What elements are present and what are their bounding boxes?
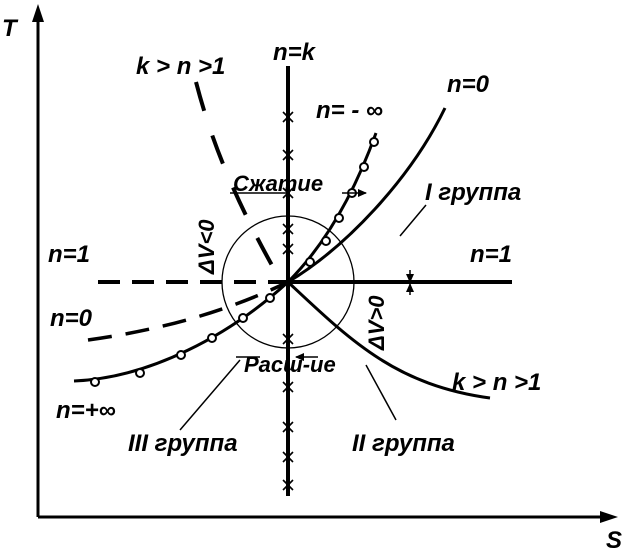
isentrope-curve xyxy=(73,132,378,383)
label-k-gt-n-gt-1-bottom: k > n >1 xyxy=(452,369,541,396)
isochore-x-marks xyxy=(282,111,294,491)
group-2-leader xyxy=(365,364,397,421)
isentrope-markers xyxy=(90,137,379,387)
label-n-eq-1-left: n=1 xyxy=(48,241,90,268)
group-3-leader xyxy=(179,359,241,431)
label-n-eq-minus-inf: n= - ∞ xyxy=(316,97,383,124)
label-n-eq-k: n=k xyxy=(273,39,317,66)
label-k-gt-n-gt-1-top: k > n >1 xyxy=(136,53,225,80)
label-group-2: II группа xyxy=(352,430,455,457)
label-compression: Сжатие xyxy=(233,171,323,196)
isobar-solid-upper xyxy=(287,107,447,284)
label-n-eq-plus-inf: n=+∞ xyxy=(56,397,116,424)
label-expansion: Расш-ие xyxy=(244,352,336,377)
label-n-eq-1-right: n=1 xyxy=(470,241,512,268)
t-axis-arrow-icon xyxy=(32,4,44,22)
isobar-dashed-lower xyxy=(87,280,289,342)
polytrope-solid-lower xyxy=(286,280,491,400)
polytrope-dashed-upper xyxy=(194,81,280,277)
circle-direction-arrows xyxy=(230,189,414,361)
label-n-eq-0-top: n=0 xyxy=(447,71,490,98)
label-group-1: I группа xyxy=(425,179,521,206)
label-group-3: III группа xyxy=(128,430,238,457)
label-dv-lt-0: ΔV<0 xyxy=(194,219,219,275)
s-axis-arrow-icon xyxy=(600,511,618,523)
label-dv-gt-0: ΔV>0 xyxy=(364,295,389,351)
label-n-eq-0-left: n=0 xyxy=(50,305,93,332)
t-axis-label: T xyxy=(2,15,19,42)
group-1-leader xyxy=(399,204,427,237)
s-axis-label: S xyxy=(606,527,622,554)
